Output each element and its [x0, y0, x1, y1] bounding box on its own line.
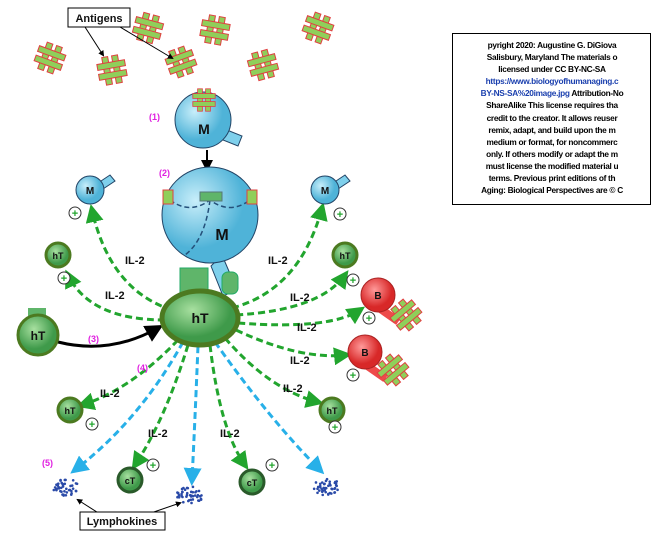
svg-text:hT: hT: [191, 310, 209, 326]
note-line: Salisbury, Maryland The materials o: [486, 52, 618, 63]
note-line: remix, adapt, and build upon the m: [488, 124, 616, 135]
svg-text:+: +: [72, 208, 78, 220]
note-line: must license the modified material u: [485, 160, 619, 171]
lymphokine-cluster: [52, 478, 79, 497]
svg-text:hT: hT: [327, 406, 338, 416]
svg-text:Lymphokines: Lymphokines: [87, 516, 158, 528]
note-line: only. If others modify or adapt the m: [486, 148, 618, 159]
svg-text:+: +: [269, 460, 275, 472]
copyright-notice: pyright 2020: Augustine G. DiGiova Salis…: [452, 33, 651, 205]
svg-text:cT: cT: [247, 478, 258, 488]
note-line: medium or format, for noncommerc: [486, 136, 618, 147]
b-cells: B B: [347, 277, 427, 391]
svg-text:+: +: [350, 370, 356, 382]
svg-text:+: +: [61, 273, 67, 285]
svg-text:B: B: [374, 291, 381, 302]
note-line: pyright 2020: Augustine G. DiGiova: [487, 40, 617, 50]
svg-text:Antigens: Antigens: [75, 13, 122, 25]
lymphokine-cluster: [312, 477, 339, 497]
note-line: credit to the creator. It allows reuser: [486, 112, 618, 123]
il2-arrows: [65, 202, 365, 470]
svg-text:IL-2: IL-2: [290, 292, 310, 304]
lymphokine-clusters: [52, 477, 339, 505]
svg-text:IL-2: IL-2: [268, 255, 288, 267]
svg-text:+: +: [366, 313, 372, 325]
macrophage-activated-left: M: [75, 174, 116, 205]
macrophage-presenting: M: [161, 166, 259, 297]
svg-text:IL-2: IL-2: [283, 383, 303, 395]
lymphokines-label: Lymphokines: [76, 498, 182, 531]
lymphokine-arrows: [70, 341, 325, 486]
svg-text:hT: hT: [31, 329, 46, 343]
svg-text:hT: hT: [53, 251, 64, 261]
macrophage-activated-right: M: [310, 174, 351, 205]
svg-text:+: +: [150, 460, 156, 472]
activation-arrow: [57, 325, 164, 348]
svg-text:(4): (4): [137, 363, 148, 373]
license-link-cont[interactable]: BY-NS-SA%20image.jpg: [480, 88, 570, 99]
macrophage-engulfing: M: [174, 88, 243, 149]
il2-labels: IL-2IL-2 IL-2IL-2 IL-2IL-2 IL-2IL-2 IL-2…: [100, 255, 317, 440]
helper-t-cells-activated: hT hT hT hT: [44, 241, 359, 424]
svg-text:IL-2: IL-2: [100, 388, 120, 400]
svg-text:M: M: [215, 227, 228, 244]
svg-text:B: B: [361, 348, 368, 359]
svg-text:hT: hT: [340, 251, 351, 261]
svg-text:+: +: [350, 275, 356, 287]
step-labels: (1) (2) (3) (4) (5): [42, 112, 170, 468]
svg-text:M: M: [321, 186, 329, 197]
stimulation-plus-icons: + + + + + + + + + +: [57, 206, 376, 472]
note-line: terms. Previous print editions of th: [488, 173, 616, 184]
lymphokine-cluster: [176, 485, 203, 505]
license-link[interactable]: https://www.biologyofhumanaging.c: [485, 76, 619, 87]
note-line: Aging: Biological Perspectives are © C: [481, 185, 623, 196]
svg-text:(5): (5): [42, 458, 53, 468]
svg-text:M: M: [86, 186, 94, 197]
svg-text:(2): (2): [159, 168, 170, 178]
note-line: ShareAlike This license requires tha: [486, 100, 618, 111]
svg-text:cT: cT: [125, 476, 136, 486]
cytotoxic-t-cells: cT cT: [116, 466, 266, 496]
svg-text:hT: hT: [65, 406, 76, 416]
svg-text:IL-2: IL-2: [125, 255, 145, 267]
central-helper-t-cell: hT: [159, 267, 241, 348]
svg-text:(1): (1): [149, 112, 160, 122]
svg-text:+: +: [332, 422, 338, 434]
svg-text:M: M: [198, 121, 210, 137]
svg-text:IL-2: IL-2: [297, 322, 317, 334]
svg-text:+: +: [89, 419, 95, 431]
helper-t-cell-naive: hT: [16, 308, 60, 357]
svg-text:IL-2: IL-2: [105, 290, 125, 302]
svg-text:IL-2: IL-2: [290, 355, 310, 367]
note-line: licensed under CC BY-NC-SA: [498, 64, 606, 75]
svg-text:IL-2: IL-2: [148, 428, 168, 440]
svg-text:(3): (3): [88, 334, 99, 344]
note-text: Attribution-No: [569, 88, 624, 99]
antigens-label: Antigens: [67, 7, 174, 60]
svg-text:IL-2: IL-2: [220, 428, 240, 440]
note-line: BY-NS-SA%20image.jpg Attribution-No: [457, 87, 647, 99]
svg-text:+: +: [337, 209, 343, 221]
